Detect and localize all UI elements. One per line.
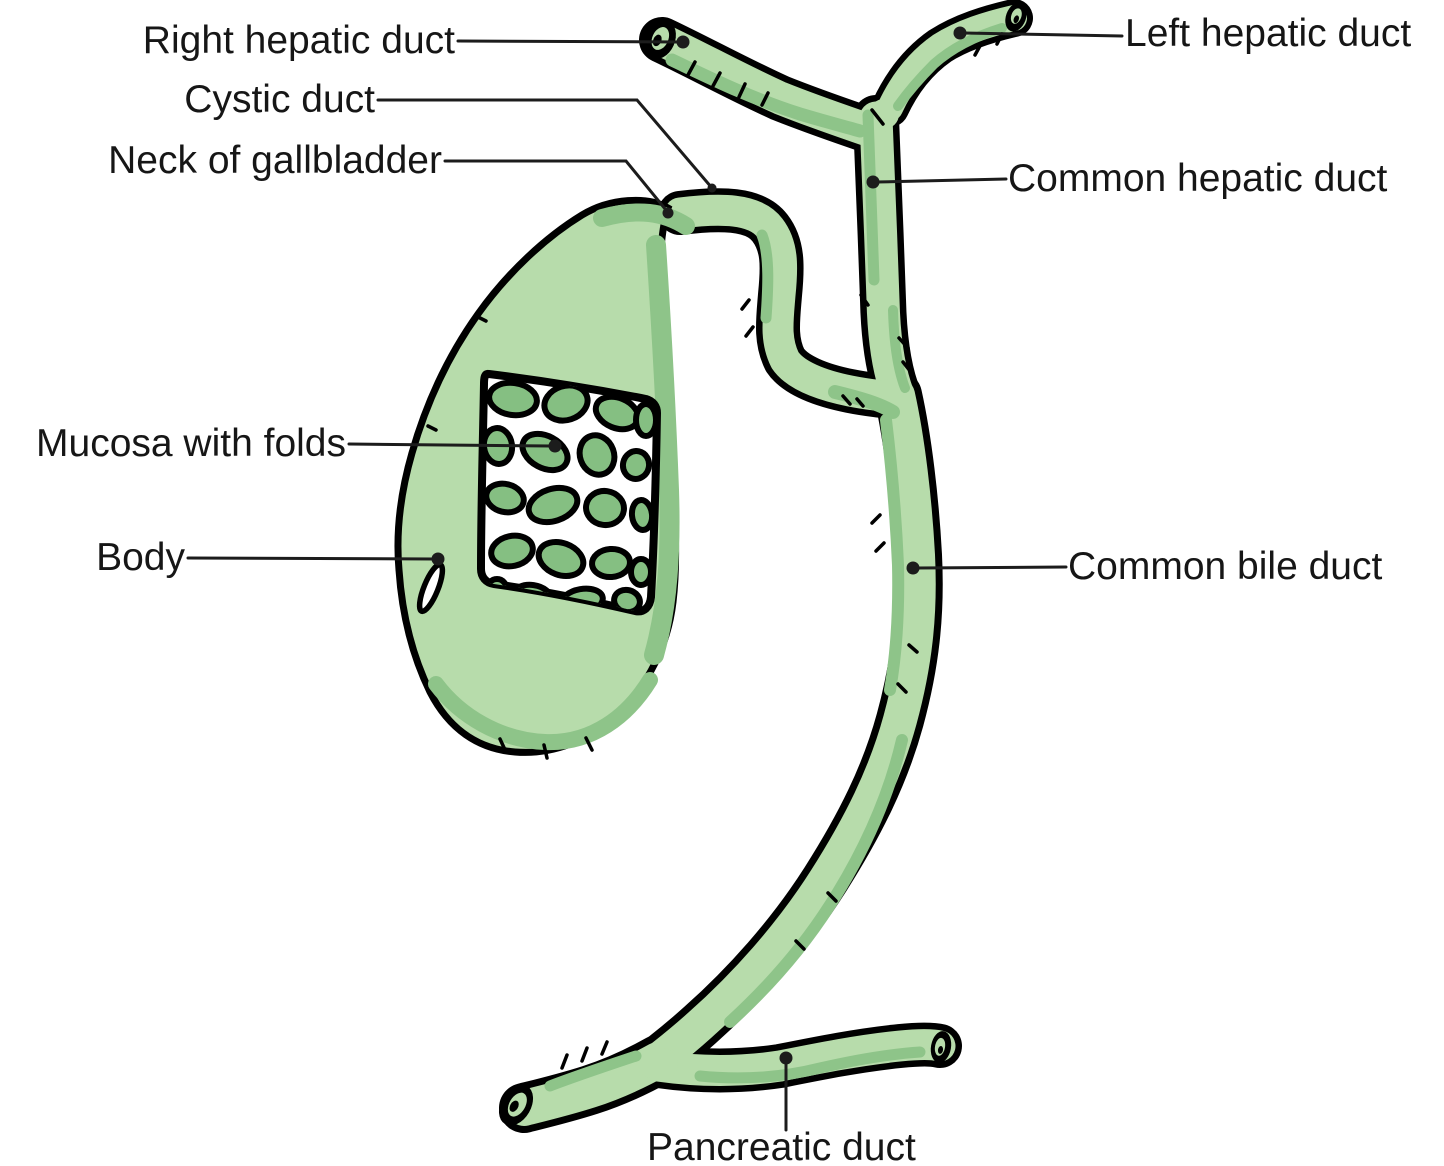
label-cystic-duct: Cystic duct: [184, 78, 375, 121]
label-neck-of-gallbladder: Neck of gallbladder: [108, 139, 442, 182]
label-pancreatic-duct: Pancreatic duct: [647, 1126, 916, 1166]
label-right-hepatic-duct: Right hepatic duct: [142, 19, 455, 62]
leader-lines: [186, 26, 1124, 1132]
leader-mucosa-with-folds: [347, 442, 553, 448]
label-common-bile-duct: Common bile duct: [1068, 545, 1383, 588]
leader-common-bile-duct: [915, 565, 1068, 570]
label-mucosa-with-folds: Mucosa with folds: [36, 422, 346, 465]
duct-fills: [506, 5, 1027, 1126]
label-left-hepatic-duct: Left hepatic duct: [1125, 12, 1412, 55]
gallbladder-shading: [428, 203, 695, 751]
label-common-hepatic-duct: Common hepatic duct: [1008, 157, 1388, 200]
mucosa-folds: [481, 379, 657, 612]
leader-body: [186, 556, 436, 561]
leader-cystic-duct: [376, 98, 714, 190]
leader-right-hepatic-duct: [456, 39, 682, 44]
duct-shading: [544, 23, 1007, 1092]
label-body: Body: [96, 536, 185, 579]
leader-neck-of-gallbladder: [443, 159, 668, 212]
bile-duct-opening: [498, 1084, 534, 1126]
hatch-marks: [426, 32, 1004, 1070]
leader-common-hepatic-duct: [875, 177, 1008, 184]
leader-left-hepatic-duct: [962, 31, 1124, 38]
left-hepatic-duct-opening: [1005, 2, 1027, 32]
pancreatic-duct-opening: [930, 1031, 952, 1063]
